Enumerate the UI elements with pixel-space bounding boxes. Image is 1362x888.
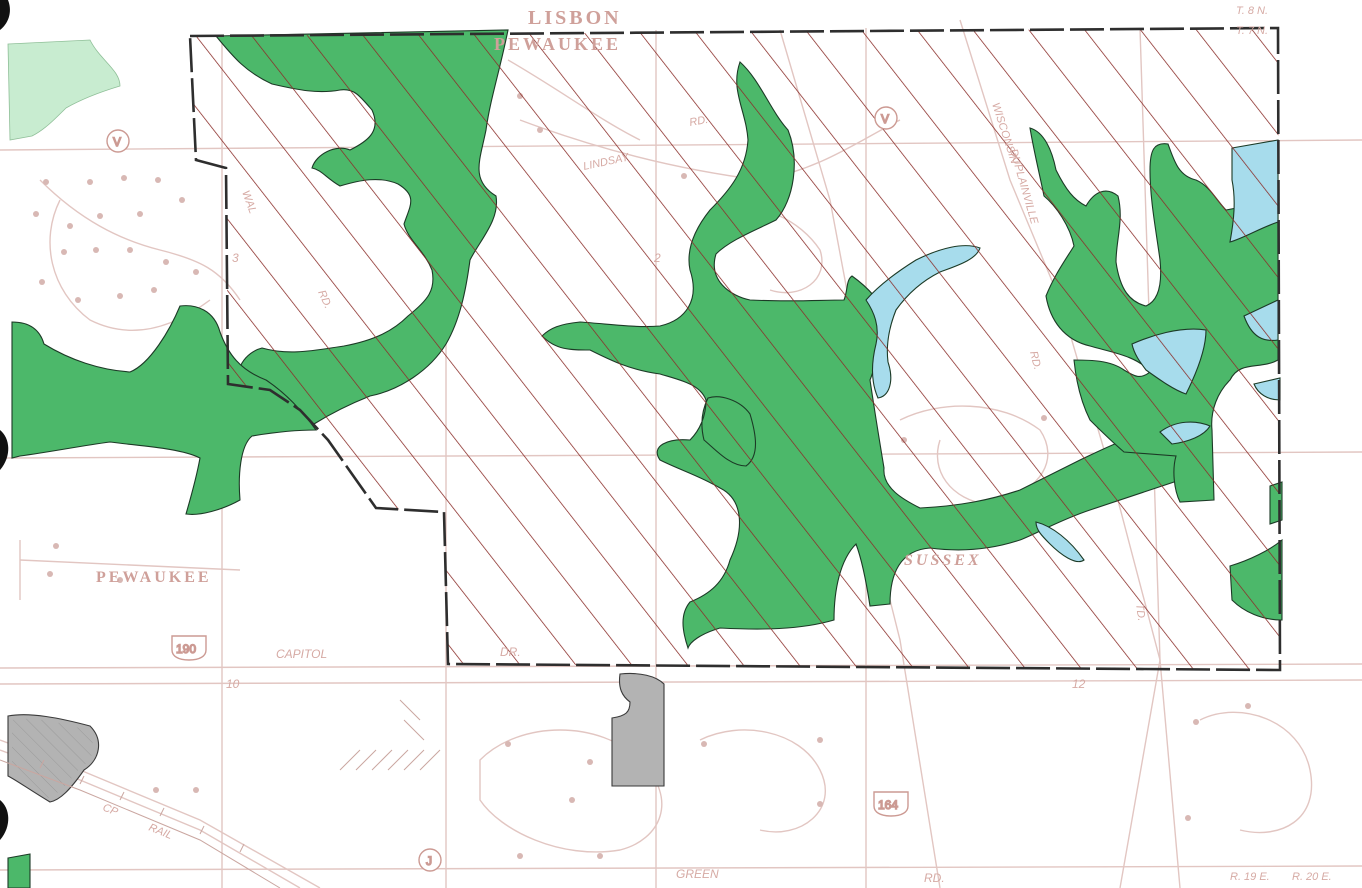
label-r20e: R. 20 E.: [1292, 871, 1332, 883]
label-t7n: T. 7 N.: [1236, 25, 1268, 37]
shield-j-label: J: [426, 854, 432, 868]
label-rail: RAIL: [147, 822, 174, 842]
label-capitol: CAPITOL: [276, 647, 327, 661]
shield-190-label: 190: [176, 642, 196, 656]
shield-190: 190: [171, 635, 207, 661]
shield-v-east: V: [874, 106, 898, 130]
label-td: TD.: [1133, 603, 1147, 622]
label-cp: CP: [101, 802, 120, 819]
label-t8n: T. 8 N.: [1236, 5, 1268, 17]
label-section-2: 2: [653, 251, 661, 265]
shield-v-west: V: [106, 129, 130, 153]
label-pewaukee-top: PEWAUKEE: [494, 34, 621, 54]
shield-v-west-label: V: [113, 135, 121, 149]
shield-164-label: 164: [878, 798, 898, 812]
label-section-12: 12: [1072, 677, 1086, 691]
label-section-10: 10: [226, 677, 240, 691]
cp-rail-line: [0, 759, 281, 888]
shield-j: J: [418, 848, 442, 872]
label-lisbon: LISBON: [528, 7, 622, 29]
label-sussex: SUSSEX: [904, 552, 982, 569]
label-green: GREEN: [676, 867, 719, 881]
label-section-3: 3: [232, 251, 239, 265]
study-area: [190, 28, 1280, 670]
label-duplainville-rd: RD.: [1027, 350, 1043, 371]
shield-164: 164: [873, 791, 909, 817]
shield-v-east-label: V: [881, 112, 889, 126]
urban-development-areas: [7, 672, 665, 803]
label-lindsay-rd: RD.: [688, 114, 709, 129]
label-pewaukee-west: PEWAUKEE: [96, 569, 212, 586]
highway-shields: V V 190 164 J: [106, 106, 909, 872]
label-r19e: R. 19 E.: [1230, 871, 1270, 883]
label-green-rd: RD.: [924, 871, 945, 885]
study-area-boundary: [188, 26, 1282, 672]
label-dr: DR.: [500, 645, 521, 659]
county-hatch: [339, 699, 441, 771]
light-green-area: [7, 39, 121, 141]
page-edge-marks: [0, 0, 10, 840]
